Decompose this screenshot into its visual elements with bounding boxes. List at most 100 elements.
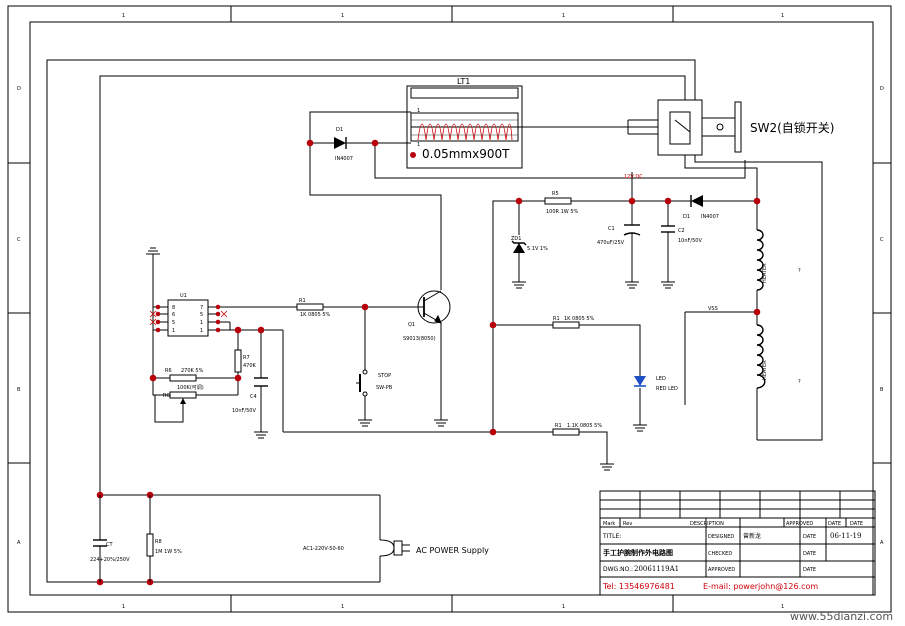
tb-dwg-key: DWG.NO.: <box>603 566 633 573</box>
c2-ref: C2 <box>678 228 685 234</box>
lt1-pin-2: 1 <box>417 142 420 148</box>
u1-pin-l4: 1 <box>172 328 175 334</box>
vcc-label: 12V DC <box>624 174 643 180</box>
tb-title-key: TITLE: <box>602 533 621 540</box>
ac-spec: AC1-220V-50-60 <box>303 546 344 552</box>
u1-pin-l3: 5 <box>172 320 175 326</box>
ac-label: AC POWER Supply <box>416 546 489 555</box>
heater1-label: HEATER <box>762 263 768 283</box>
r1-base-value: 1K 0805 5% <box>300 312 331 318</box>
r6-value: 270K 5% <box>181 368 204 374</box>
lt1-pin-1: 1 <box>417 108 420 114</box>
red-led <box>634 370 646 387</box>
r7-resistor <box>234 349 242 373</box>
zd1-zener <box>511 240 527 253</box>
heater2-label: HEATER <box>762 360 768 380</box>
tb-description: DESCRIPTION <box>690 521 724 527</box>
u1-pin-r1: 7 <box>200 305 203 311</box>
r7-value: 470K <box>243 363 257 369</box>
watermark-text: www.55dianzi.com <box>790 610 893 623</box>
stop-pushbutton[interactable] <box>356 369 368 397</box>
zone-bottom-2: 1 <box>341 604 344 610</box>
q1-part: S9013(8050) <box>403 336 436 342</box>
r1-base-resistor <box>296 303 324 311</box>
r6-ref: R6 <box>165 368 172 374</box>
c1-capacitor <box>623 224 641 236</box>
lt1-transformer <box>406 85 523 169</box>
heater2-pin: ? <box>798 379 801 385</box>
zone-left-d: D <box>17 86 21 92</box>
d1-top-part: IN4007 <box>335 156 353 162</box>
c4-ref: C4 <box>250 394 257 400</box>
tb-date-value: 06-11-19 <box>830 532 861 540</box>
c2-value: 10nF/50V <box>678 238 702 244</box>
lt1-spec: 0.05mmx900T <box>422 147 510 161</box>
u1-pin-l1: 8 <box>172 305 175 311</box>
zone-right-b: B <box>880 387 884 393</box>
r-bottom-ref: R1 <box>555 423 562 429</box>
d1-right-part: IN4007 <box>701 214 719 220</box>
tb-date-key-3: DATE <box>803 567 816 573</box>
r4-potentiometer[interactable] <box>169 391 197 399</box>
u1-pin-r2: 5 <box>200 312 203 318</box>
title-block-frame <box>599 490 876 596</box>
led-label: RED LED <box>656 386 678 392</box>
d1-right-diode <box>690 195 703 207</box>
tb-date-key-1: DATE <box>803 534 816 540</box>
zone-top-1: 1 <box>122 13 125 19</box>
zd1-value: 5.1V 1% <box>527 246 548 252</box>
r-led-resistor <box>552 321 580 329</box>
led-ref: LED <box>656 376 666 382</box>
zone-bottom-3: 1 <box>562 604 565 610</box>
c1-ref: C1 <box>608 226 615 232</box>
r5-value: 100R 1W 5% <box>546 209 579 215</box>
r-led-ref: R1 <box>553 316 560 322</box>
sw2-switch <box>627 99 742 156</box>
u1-pin-r3: 1 <box>200 320 203 326</box>
ac-plug-icon <box>379 539 410 557</box>
tb-mark: Mark <box>603 521 615 527</box>
d1-top-ref: D1 <box>336 127 343 133</box>
c4-value: 10nF/50V <box>232 408 256 414</box>
tb-date-key-2: DATE <box>803 551 816 557</box>
heater-coils <box>756 229 766 389</box>
tb-approved: APPROVED <box>786 521 813 527</box>
tb-checked-key: CHECKED <box>708 551 732 557</box>
ct-ref: CT <box>106 542 113 548</box>
r1-base-ref: R1 <box>299 298 306 304</box>
tb-designed-value: 曾新龙 <box>743 532 761 540</box>
zone-bottom-4: 1 <box>781 604 784 610</box>
r4-wiper-arrow <box>180 398 186 404</box>
zone-labels: 1 1 1 1 1 1 1 1 D C B A D C B A <box>17 13 884 610</box>
r-bottom-resistor <box>552 428 580 436</box>
tb-approved-key: APPROVED <box>708 567 735 573</box>
u1-pin-r4: 1 <box>200 328 203 334</box>
tb-tel: Tel: 13546976481 <box>602 582 675 591</box>
tb-date-a: DATE <box>828 521 841 527</box>
r5-resistor <box>544 197 572 205</box>
c2-capacitor <box>661 225 675 233</box>
zone-ticks <box>8 6 891 612</box>
tb-date-b: DATE <box>850 521 863 527</box>
zone-right-a: A <box>880 540 884 546</box>
zone-top-4: 1 <box>781 13 784 19</box>
q1-ref: Q1 <box>408 322 415 328</box>
zone-right-c: C <box>880 237 884 243</box>
r8-value: 1M 1W 5% <box>155 549 182 555</box>
u1-ref: U1 <box>180 293 187 299</box>
zone-left-c: C <box>17 237 21 243</box>
ground-symbols <box>146 247 675 471</box>
ct-value: 224+20%/250V <box>90 557 130 563</box>
c1-value: 470uF/25V <box>597 240 625 246</box>
zone-left-b: B <box>17 387 21 393</box>
zone-top-3: 1 <box>562 13 565 19</box>
r-led-value: 1K 0805 5% <box>564 316 595 322</box>
d1-right-ref: D1 <box>683 214 690 220</box>
ct-capacitor <box>93 495 107 582</box>
r-bottom-value: 1.1K 0805 5% <box>567 423 602 429</box>
tb-rev: Rev <box>623 521 632 527</box>
sw2-label: SW2(自锁开关) <box>750 120 834 135</box>
d1-top-diode <box>334 137 347 149</box>
